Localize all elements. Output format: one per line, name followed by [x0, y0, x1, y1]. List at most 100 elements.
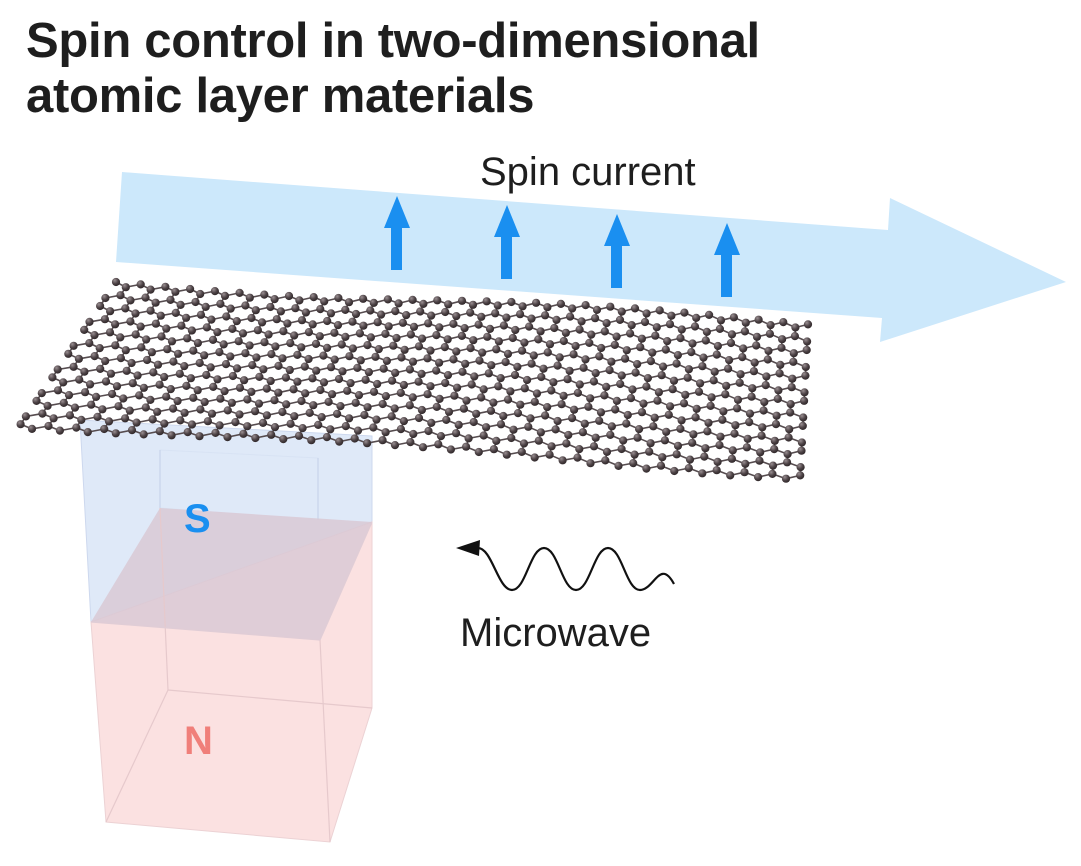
lattice-atom — [676, 424, 685, 433]
title-line-2: atomic layer materials — [26, 69, 535, 123]
lattice-atom — [270, 396, 279, 405]
lattice-atom — [344, 298, 354, 307]
lattice-atom — [605, 366, 614, 375]
lattice-atom — [443, 371, 453, 380]
lattice-atom — [715, 324, 725, 333]
lattice-atom — [258, 418, 268, 427]
magnet-south-label: S — [184, 497, 211, 541]
lattice-atom — [743, 434, 752, 443]
lattice-atom — [241, 301, 250, 310]
lattice-atom — [279, 327, 288, 336]
lattice-atom — [539, 364, 548, 373]
lattice-atom — [323, 316, 332, 326]
lattice-atom — [662, 427, 671, 436]
lattice-atom — [141, 403, 150, 412]
lattice-atom — [503, 395, 513, 404]
lattice-atom — [602, 319, 611, 328]
lattice-atom — [685, 455, 695, 464]
lattice-atom — [424, 319, 433, 328]
lattice-atom — [426, 382, 435, 391]
lattice-atom — [763, 355, 772, 364]
lattice-atom — [86, 380, 95, 389]
lattice-atom — [330, 355, 339, 364]
lattice-atom — [414, 377, 423, 386]
lattice-atom — [629, 459, 638, 468]
lattice-atom — [801, 362, 810, 372]
lattice-atom — [373, 318, 382, 327]
lattice-atom — [101, 377, 111, 386]
lattice-atom — [727, 454, 737, 463]
lattice-atom — [151, 298, 160, 307]
lattice-atom — [238, 329, 248, 338]
lattice-atom — [228, 324, 237, 333]
lattice-atom — [642, 382, 651, 391]
lattice-atom — [200, 397, 209, 407]
lattice-atom — [223, 406, 232, 415]
lattice-atom — [203, 417, 212, 426]
lattice-atom — [467, 380, 476, 389]
lattice-atom — [93, 412, 102, 421]
lattice-atom — [426, 346, 435, 355]
lattice-atom — [665, 320, 675, 329]
lattice-atom — [180, 408, 189, 417]
lattice-atom — [162, 392, 171, 401]
lattice-atom — [642, 309, 651, 318]
lattice-atom — [670, 466, 679, 476]
lattice-atom — [783, 458, 792, 467]
lattice-atom — [258, 318, 267, 327]
lattice-atom — [483, 332, 492, 341]
lattice-atom — [408, 295, 417, 304]
lattice-atom — [175, 369, 184, 378]
lattice-atom — [640, 317, 650, 327]
lattice-atom — [749, 367, 759, 376]
lattice-atom — [300, 362, 309, 371]
lattice-atom — [733, 404, 742, 413]
lattice-atom — [220, 387, 229, 396]
lattice-atom — [286, 339, 295, 348]
lattice-atom — [304, 328, 313, 337]
lattice-atom — [750, 358, 759, 367]
lattice-atom — [366, 333, 375, 342]
lattice-atom — [391, 368, 400, 377]
lattice-atom — [558, 456, 567, 465]
lattice-atom — [409, 322, 419, 331]
lattice-atom — [435, 323, 444, 332]
lattice-atom — [104, 417, 114, 426]
lattice-atom — [351, 398, 360, 407]
lattice-atom — [718, 415, 727, 424]
lattice-atom — [765, 329, 775, 338]
lattice-atom — [127, 426, 137, 435]
lattice-atom — [648, 348, 657, 357]
lattice-atom — [759, 406, 768, 415]
lattice-atom — [85, 339, 94, 348]
lattice-atom — [397, 353, 406, 362]
lattice-atom — [468, 300, 478, 309]
lattice-atom — [547, 442, 556, 451]
lattice-atom — [384, 322, 393, 331]
lattice-atom — [622, 419, 631, 428]
lattice-atom — [216, 299, 225, 308]
lattice-atom — [254, 399, 264, 408]
lattice-atom — [581, 355, 590, 364]
lattice-atom — [573, 453, 582, 462]
lattice-atom — [441, 378, 450, 388]
lattice-atom — [304, 354, 313, 364]
lattice-atom — [226, 352, 235, 361]
lattice-atom — [416, 307, 425, 316]
lattice-atom — [482, 423, 491, 432]
lattice-atom — [577, 317, 586, 326]
magnet-north-pole — [90, 507, 373, 843]
lattice-atom — [696, 379, 705, 388]
lattice-atom — [121, 346, 130, 355]
lattice-atom — [405, 401, 414, 410]
lattice-atom — [700, 452, 709, 461]
lattice-atom — [518, 346, 527, 355]
lattice-atom — [334, 374, 344, 384]
lattice-atom — [364, 368, 373, 377]
lattice-atom — [419, 299, 428, 308]
lattice-atom — [543, 303, 552, 312]
lattice-atom — [167, 431, 176, 440]
lattice-atom — [247, 387, 256, 396]
lattice-atom — [633, 360, 642, 369]
lattice-atom — [369, 298, 378, 307]
